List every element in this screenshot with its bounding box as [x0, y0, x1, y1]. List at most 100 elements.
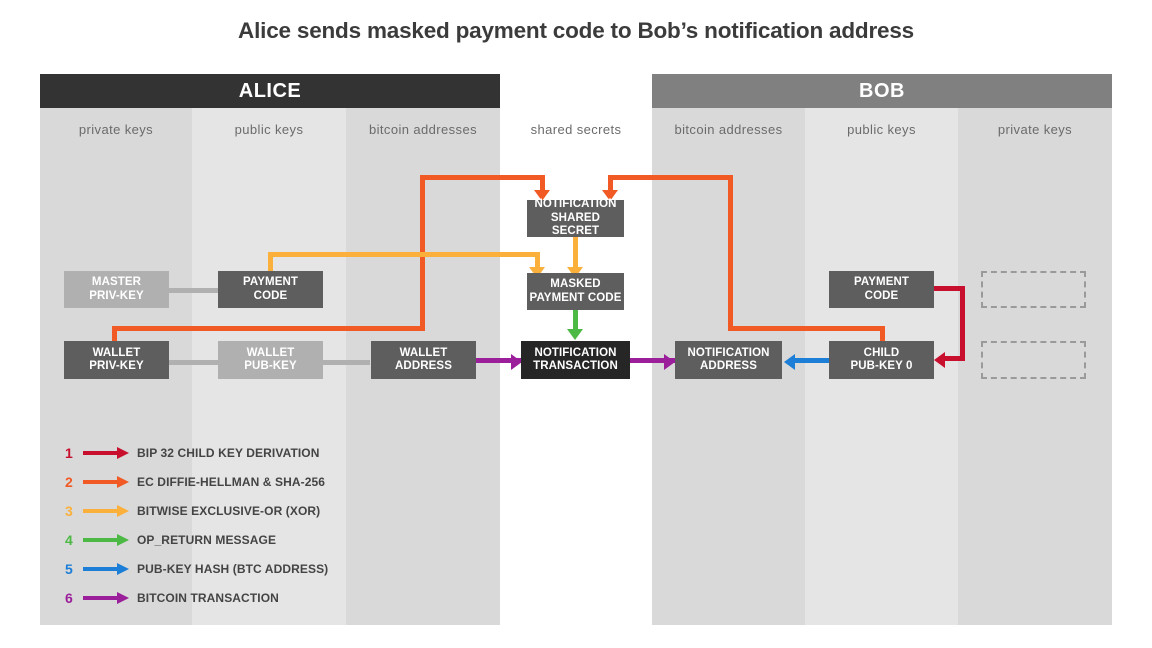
column-caption-bob-bitcoin-addresses: bitcoin addresses [674, 121, 783, 137]
legend-number-2: 2 [65, 473, 73, 490]
legend-item-pubkeyhash: 5 PUB-KEY HASH (BTC ADDRESS) [65, 554, 328, 583]
xor-payment-code-drop [535, 252, 540, 270]
ecdh-right-riser [880, 326, 885, 342]
node-notification-shared-secret[interactable]: NOTIFICATION SHARED SECRET [527, 198, 624, 238]
node-bob-notification-address-line2: ADDRESS [700, 360, 757, 372]
legend-arrow-pubkeyhash-icon [83, 561, 131, 577]
opreturn-arrowhead [567, 329, 583, 340]
node-notification-transaction[interactable]: NOTIFICATION TRANSACTION [521, 341, 630, 379]
ecdh-right-vertical [728, 175, 733, 331]
party-label-bob: BOB [859, 79, 905, 102]
node-alice-master-priv-key[interactable]: MASTER PRIV-KEY [64, 271, 169, 308]
band-bob-private-keys [958, 108, 1112, 625]
party-header-alice: ALICE [40, 74, 500, 108]
legend-number-3: 3 [65, 502, 73, 519]
legend-arrow-bip32-icon [83, 445, 131, 461]
bip32-vertical [960, 286, 965, 361]
node-alice-payment-code-line2: CODE [253, 289, 288, 302]
node-bob-payment-code-line2: CODE [864, 289, 899, 302]
node-bob-notification-address[interactable]: NOTIFICATION ADDRESS [675, 341, 782, 379]
ecdh-left-run [112, 326, 425, 331]
link-wallet-priv-to-wallet-pub [168, 360, 228, 365]
tx-notification-run [629, 358, 675, 363]
legend-number-1: 1 [65, 444, 73, 461]
node-masked-payment-code[interactable]: MASKED PAYMENT CODE [527, 273, 624, 310]
node-bob-notification-address-line1: NOTIFICATION [687, 346, 770, 359]
node-alice-payment-code-line1: PAYMENT [242, 276, 299, 288]
legend-label-opreturn: OP_RETURN MESSAGE [137, 532, 277, 547]
node-alice-wallet-priv-key-line2: PRIV-KEY [89, 360, 144, 372]
tx-wallet-address-arrowhead [511, 354, 522, 370]
node-alice-master-priv-key-line1: MASTER [91, 276, 142, 288]
bip32-arrowhead [934, 352, 945, 368]
bip32-top-run [930, 286, 965, 291]
legend-number-6: 6 [65, 589, 73, 606]
xor-shared-secret-arrowhead [567, 267, 583, 278]
column-caption-alice-public-keys: public keys [234, 121, 304, 137]
node-notification-shared-secret-line2: SHARED SECRET [550, 211, 601, 238]
party-header-bob: BOB [652, 74, 1112, 108]
node-bob-child-pub-key-0-line2: PUB-KEY 0 [850, 360, 913, 372]
node-masked-payment-code-line1: MASKED [550, 278, 601, 290]
xor-payment-code-riser [268, 252, 273, 274]
node-bob-child-pub-key-0[interactable]: CHILD PUB-KEY 0 [829, 341, 934, 379]
legend-item-ecdh: 2 EC DIFFIE-HELLMAN & SHA-256 [65, 467, 328, 496]
node-alice-master-priv-key-line2: PRIV-KEY [89, 289, 144, 302]
node-alice-wallet-pub-key-line2: PUB-KEY [244, 360, 297, 372]
ecdh-right-run [728, 326, 885, 331]
legend-item-transaction: 6 BITCOIN TRANSACTION [65, 583, 328, 612]
node-alice-wallet-pub-key[interactable]: WALLET PUB-KEY [218, 341, 323, 379]
node-bob-ghost-priv-key-top [981, 271, 1086, 308]
column-caption-alice-bitcoin-addresses: bitcoin addresses [369, 121, 477, 137]
node-alice-wallet-priv-key[interactable]: WALLET PRIV-KEY [64, 341, 169, 379]
node-alice-wallet-address[interactable]: WALLET ADDRESS [371, 341, 476, 379]
legend-label-pubkeyhash: PUB-KEY HASH (BTC ADDRESS) [137, 561, 329, 576]
legend-label-bip32: BIP 32 CHILD KEY DERIVATION [137, 445, 320, 460]
tx-wallet-address-run [476, 358, 522, 363]
node-alice-wallet-pub-key-line1: WALLET [246, 346, 295, 359]
page-title: Alice sends masked payment code to Bob’s… [238, 18, 914, 43]
legend-label-ecdh: EC DIFFIE-HELLMAN & SHA-256 [137, 474, 326, 489]
node-bob-ghost-priv-key-bottom [981, 341, 1086, 379]
legend-label-xor: BITWISE EXCLUSIVE-OR (XOR) [137, 503, 321, 518]
pubkeyhash-run [795, 358, 835, 363]
node-notification-transaction-line1: NOTIFICATION [534, 346, 617, 359]
pubkeyhash-arrowhead [784, 354, 795, 370]
column-caption-alice-private-keys: private keys [78, 121, 154, 137]
ecdh-left-arrowhead [534, 190, 550, 201]
legend-item-xor: 3 BITWISE EXCLUSIVE-OR (XOR) [65, 496, 328, 525]
node-bob-payment-code[interactable]: PAYMENT CODE [829, 271, 934, 308]
node-alice-payment-code[interactable]: PAYMENT CODE [218, 271, 323, 308]
legend-number-5: 5 [65, 560, 73, 577]
legend-arrow-xor-icon [83, 503, 131, 519]
xor-shared-secret-drop [573, 237, 578, 270]
ecdh-left-drop [540, 175, 545, 193]
legend-arrow-opreturn-icon [83, 532, 131, 548]
legend: 1 BIP 32 CHILD KEY DERIVATION 2 EC DIFFI… [65, 438, 328, 612]
xor-payment-code-arrowhead [529, 267, 545, 278]
node-bob-child-pub-key-0-line1: CHILD [863, 346, 900, 359]
legend-item-opreturn: 4 OP_RETURN MESSAGE [65, 525, 328, 554]
node-alice-wallet-address-line2: ADDRESS [395, 360, 452, 372]
ecdh-right-arrowhead [602, 190, 618, 201]
legend-number-4: 4 [65, 531, 73, 548]
ecdh-right-drop [608, 175, 613, 193]
ecdh-left-riser [112, 326, 117, 342]
opreturn-drop [573, 310, 578, 332]
node-notification-transaction-line2: TRANSACTION [533, 360, 618, 372]
legend-arrow-transaction-icon [83, 590, 131, 606]
xor-payment-code-run [268, 252, 540, 257]
link-master-to-payment-code [168, 288, 228, 293]
node-alice-wallet-address-line1: WALLET [399, 346, 448, 359]
node-notification-shared-secret-line1: NOTIFICATION [534, 198, 617, 211]
node-bob-payment-code-line1: PAYMENT [853, 276, 910, 288]
party-label-alice: ALICE [238, 79, 302, 102]
legend-label-transaction: BITCOIN TRANSACTION [137, 590, 279, 605]
node-masked-payment-code-line2: PAYMENT CODE [529, 291, 622, 304]
legend-item-bip32: 1 BIP 32 CHILD KEY DERIVATION [65, 438, 328, 467]
legend-arrow-ecdh-icon [83, 474, 131, 490]
column-caption-bob-public-keys: public keys [847, 121, 916, 137]
ecdh-left-top-run [420, 175, 545, 180]
node-alice-wallet-priv-key-line1: WALLET [92, 346, 141, 359]
